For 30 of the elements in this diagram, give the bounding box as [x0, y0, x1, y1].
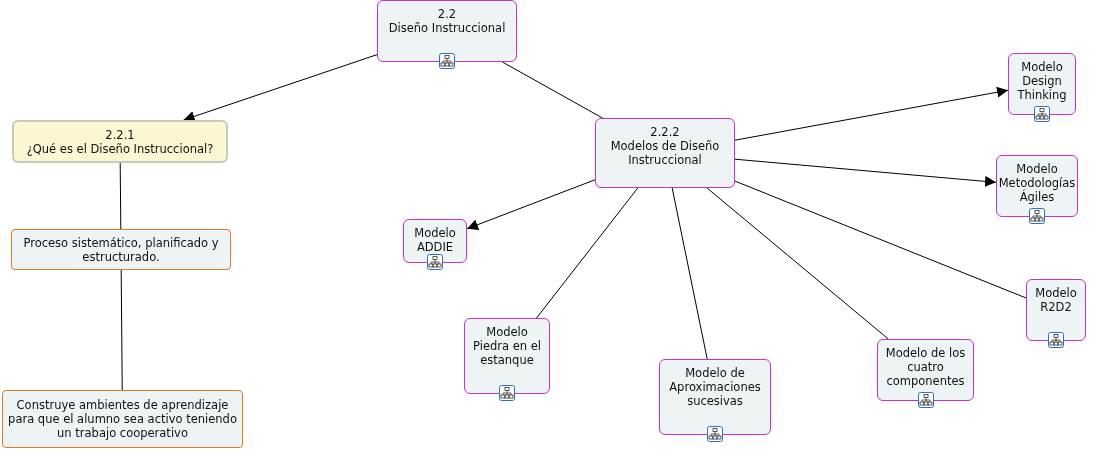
concept-label: Modelo Design Thinking: [1016, 60, 1068, 102]
concept-label: Construye ambientes de aprendizaje para que el alumno sea activo teniendo un trabajo cooperativo: [7, 398, 238, 440]
concept-box: [12, 120, 228, 163]
section-number: 2.2.2: [650, 125, 680, 139]
concept-label: Modelo Metodologías Ágiles: [998, 162, 1076, 204]
concept-label: Modelo R2D2: [1034, 286, 1078, 314]
concept-label: Proceso sistemático, planificado y estructurado.: [22, 235, 220, 264]
connector-line: [671, 187, 708, 360]
connector-line: [734, 180, 1027, 299]
concept-label: Modelo ADDIE: [413, 226, 457, 254]
arrow: [183, 54, 378, 122]
concept-label: ¿Qué es el Diseño Instruccional?: [26, 141, 214, 156]
arrow: [466, 179, 596, 230]
concept-box: [11, 229, 231, 270]
section-number: 2.2: [437, 7, 457, 21]
arrow: [734, 86, 1009, 141]
concept-label: Modelo Piedra en el estanque: [472, 325, 542, 367]
section-number: 2.2.1: [105, 127, 135, 142]
concept-box: [2, 390, 243, 448]
connector-line: [536, 187, 639, 319]
connector-line: [119, 162, 122, 230]
arrow: [734, 158, 997, 187]
concept-label: Diseño Instruccional: [388, 21, 506, 35]
connector-line: [120, 269, 123, 391]
connector-line: [501, 61, 603, 119]
concept-label: Modelo de los cuatro componentes: [884, 346, 967, 388]
concept-label: Modelo de Aproximaciones sucesivas: [668, 366, 762, 408]
concept-label: Modelos de Diseño Instruccional: [609, 139, 721, 167]
concept-box: [595, 118, 735, 188]
connector-line: [706, 187, 889, 340]
